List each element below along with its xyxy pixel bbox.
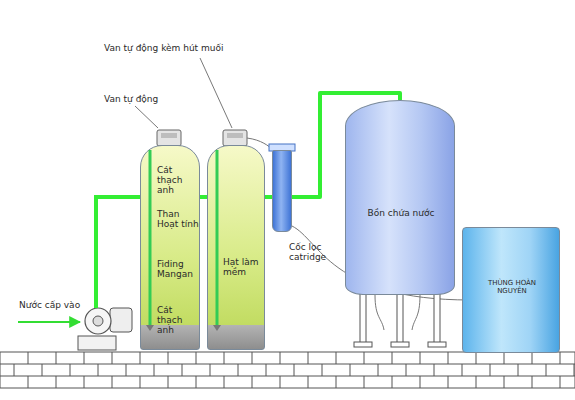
brick-joint	[336, 352, 337, 364]
brick-joint	[462, 364, 463, 376]
brick-joint	[182, 364, 183, 376]
brick-joint	[56, 376, 57, 388]
brick-joint	[532, 352, 533, 364]
brick-joint	[28, 352, 29, 364]
brick-joint	[70, 364, 71, 376]
brick-joint	[56, 352, 57, 364]
brick-joint	[224, 352, 225, 364]
brick-joint	[168, 352, 169, 364]
brick-joint	[518, 364, 519, 376]
part-label: Cát thạch anh	[157, 306, 199, 336]
brick-joint	[308, 376, 309, 388]
brick-joint	[308, 352, 309, 364]
brick-joint	[420, 376, 421, 388]
brick-joint	[476, 352, 477, 364]
water-pipe	[265, 195, 272, 199]
brick-joint	[238, 364, 239, 376]
callout-label: Van tự động kèm hút muối	[103, 44, 224, 54]
riser-tube	[208, 146, 266, 351]
brick-joint	[504, 376, 505, 388]
outlet-pipe	[375, 295, 420, 330]
brick-joint	[448, 352, 449, 364]
part-label: Bồn chứa nước	[351, 209, 451, 219]
part-label: Fiding Mangan	[157, 260, 199, 280]
brick-joint	[364, 376, 365, 388]
brick-joint	[0, 376, 575, 377]
leader-line	[135, 106, 158, 128]
brick-joint	[322, 364, 323, 376]
part-label: Than Hoạt tính	[157, 210, 199, 230]
tank-legs	[354, 292, 446, 347]
brick-joint	[224, 376, 225, 388]
brick-joint	[252, 376, 253, 388]
part-label: Hạt làm mềm	[223, 258, 263, 278]
brick-joint	[546, 364, 547, 376]
feed-pipe	[96, 197, 140, 308]
strainer	[146, 325, 154, 331]
part-label: Cát thạch anh	[157, 166, 199, 196]
brick-joint	[378, 364, 379, 376]
brick-joint	[560, 376, 561, 388]
brick-joint	[252, 352, 253, 364]
brick-joint	[112, 376, 113, 388]
brick-joint	[392, 352, 393, 364]
callout-label: Nước cấp vào	[18, 301, 81, 311]
brick-joint	[112, 352, 113, 364]
brick-joint	[154, 364, 155, 376]
brick-joint	[14, 364, 15, 376]
cartridge-filter: Cốc lọc catridge	[272, 150, 292, 232]
brick-joint	[196, 352, 197, 364]
riser-tube	[216, 150, 219, 325]
brick-joint	[140, 352, 141, 364]
strainer	[213, 325, 221, 331]
brine-tank: THÙNG HOÀN NGUYÊN	[462, 227, 560, 353]
brick-joint	[84, 352, 85, 364]
brick-joint	[98, 364, 99, 376]
auto-valve-brine	[223, 130, 247, 146]
brick-joint	[196, 376, 197, 388]
brick-joint	[42, 364, 43, 376]
brick-joint	[448, 376, 449, 388]
brick-joint	[0, 364, 575, 365]
brick-joint	[434, 364, 435, 376]
brick-joint	[476, 376, 477, 388]
water-pipe	[200, 195, 207, 199]
riser-tube	[149, 150, 152, 325]
brick-joint	[504, 352, 505, 364]
brick-joint	[280, 352, 281, 364]
brick-joint	[392, 376, 393, 388]
brick-joint	[168, 376, 169, 388]
auto-valve	[157, 130, 181, 146]
brick-joint	[266, 364, 267, 376]
brick-joint	[210, 364, 211, 376]
brick-joint	[294, 364, 295, 376]
brick-joint	[490, 364, 491, 376]
brick-joint	[560, 352, 561, 364]
brick-joint	[350, 364, 351, 376]
pump	[78, 308, 132, 350]
brick-joint	[126, 364, 127, 376]
inlet-arrow	[18, 321, 80, 323]
brick-joint	[84, 376, 85, 388]
part-label: Cốc lọc catridge	[289, 243, 349, 263]
brick-joint	[140, 376, 141, 388]
brick-joint	[280, 376, 281, 388]
brick-joint	[336, 376, 337, 388]
brick-joint	[28, 376, 29, 388]
part-label: THÙNG HOÀN NGUYÊN	[487, 280, 537, 295]
brick-joint	[574, 364, 575, 376]
brick-joint	[364, 352, 365, 364]
storage-tank: Bồn chứa nước	[345, 100, 455, 295]
softener-tank: Hạt làm mềm	[207, 145, 265, 350]
brick-joint	[406, 364, 407, 376]
callout-label: Van tự động	[103, 95, 159, 105]
brick-wall	[0, 352, 575, 388]
brick-joint	[420, 352, 421, 364]
filter-tank: Cát thạch anhThan Hoạt tínhFiding Mangan…	[140, 145, 200, 350]
leader-line	[200, 58, 232, 128]
brick-joint	[532, 376, 533, 388]
